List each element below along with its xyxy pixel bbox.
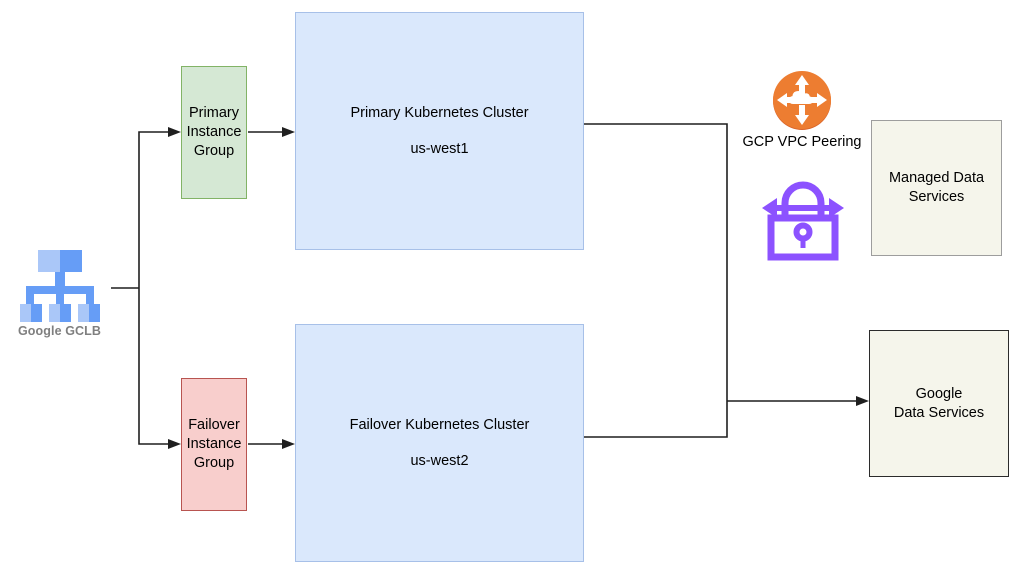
load-balancer-icon (19, 250, 100, 322)
edge-gclb-to-primary-instance-group (138, 131, 172, 288)
google-gclb-label: Google GCLB (17, 324, 102, 338)
google-data-services-line-1: Google (915, 385, 963, 402)
arrowhead-primary-cluster (282, 127, 295, 137)
edge-primary-cluster-to-trunk (584, 123, 728, 401)
google-gclb-node[interactable]: Google GCLB (8, 246, 111, 342)
failover-kubernetes-cluster-box[interactable]: Failover Kubernetes Cluster us-west2 (295, 324, 584, 562)
failover-instance-group-box[interactable]: Failover Instance Group (181, 378, 247, 511)
managed-data-services-line-1: Managed Data (888, 170, 985, 186)
gcp-vpc-peering-node[interactable]: GCP VPC Peering (738, 60, 866, 158)
edge-gclb-to-failover-instance-group (138, 288, 172, 445)
edge-failover-cluster-to-trunk (584, 401, 728, 438)
lock-icon (762, 181, 844, 261)
primary-instance-group-line-3: Group (193, 143, 235, 159)
primary-instance-group-box[interactable]: Primary Instance Group (181, 66, 247, 199)
primary-instance-group-line-2: Instance (186, 124, 242, 140)
primary-cluster-title: Primary Kubernetes Cluster (350, 105, 529, 121)
arrowhead-failover-instance-group (168, 439, 181, 449)
failover-instance-group-line-1: Failover (188, 417, 240, 433)
arrowhead-google-data-services (856, 396, 869, 406)
primary-cluster-region: us-west1 (410, 141, 469, 157)
primary-kubernetes-cluster-box[interactable]: Primary Kubernetes Cluster us-west1 (295, 12, 584, 250)
failover-instance-group-line-2: Instance (186, 436, 242, 452)
arrowhead-failover-cluster (282, 439, 295, 449)
managed-data-services-box[interactable]: Managed Data Services (871, 120, 1002, 256)
arrowhead-primary-instance-group (168, 127, 181, 137)
vpn-lock-node[interactable] (760, 174, 846, 262)
managed-data-services-line-2: Services (908, 189, 965, 205)
failover-cluster-region: us-west2 (410, 453, 469, 469)
failover-cluster-title: Failover Kubernetes Cluster (349, 417, 530, 433)
google-data-services-line-2: Data Services (893, 404, 985, 421)
gcp-vpc-peering-label: GCP VPC Peering (742, 133, 862, 150)
failover-instance-group-line-3: Group (193, 455, 235, 471)
vpc-peering-icon (773, 70, 831, 130)
primary-instance-group-line-1: Primary (189, 105, 239, 121)
google-data-services-box[interactable]: Google Data Services (869, 330, 1009, 477)
